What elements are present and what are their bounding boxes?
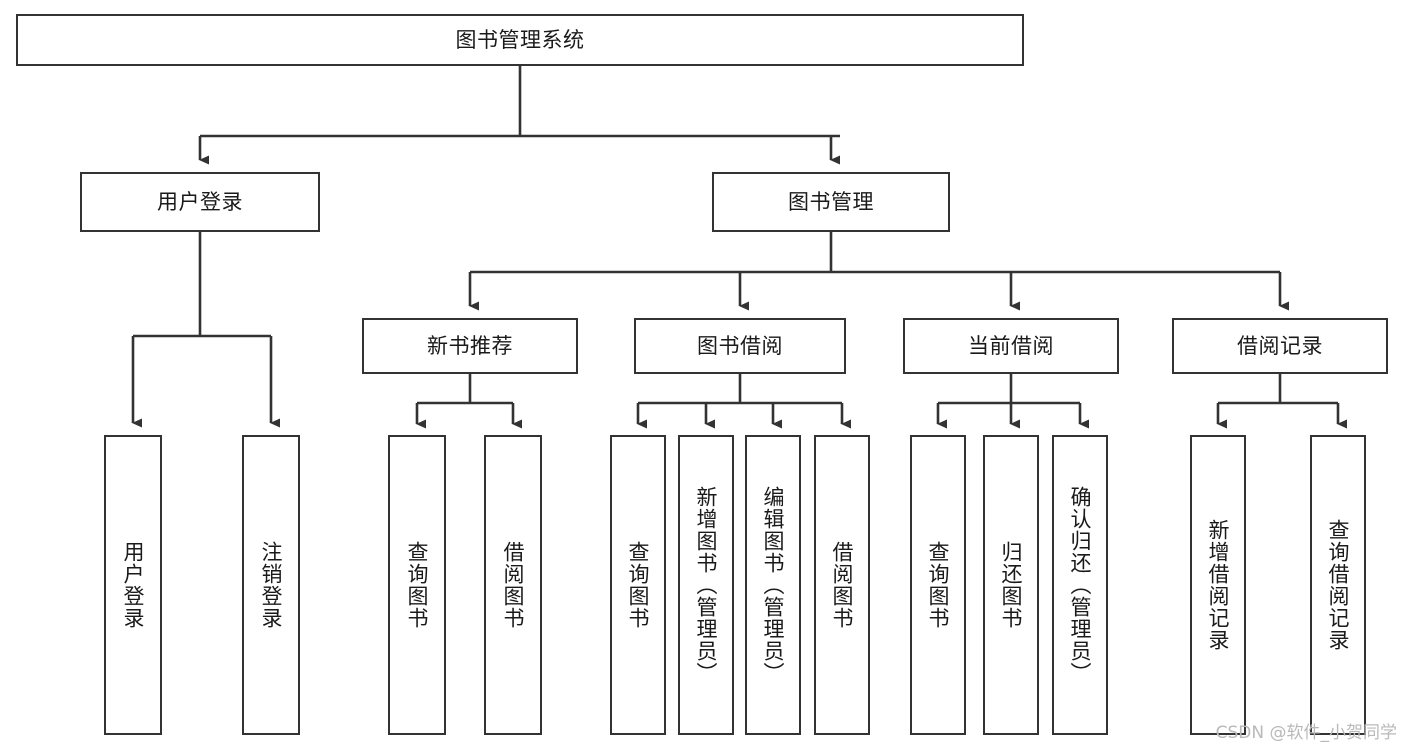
node-leaf-add-book-label: 新增图书（管理员） bbox=[694, 486, 719, 684]
node-leaf-edit-book-label: 编辑图书（管理员） bbox=[761, 486, 786, 684]
node-borrow-record[interactable]: 借阅记录 bbox=[1172, 318, 1388, 374]
node-leaf-borrow-book-1-label: 借阅图书 bbox=[501, 541, 526, 629]
node-leaf-borrow-book-1[interactable]: 借阅图书 bbox=[484, 435, 542, 735]
node-leaf-query-book-2-label: 查询图书 bbox=[626, 541, 651, 629]
node-root[interactable]: 图书管理系统 bbox=[16, 14, 1024, 66]
node-book-borrow[interactable]: 图书借阅 bbox=[634, 318, 846, 374]
node-leaf-query-book-3[interactable]: 查询图书 bbox=[910, 435, 966, 735]
node-leaf-query-book-1[interactable]: 查询图书 bbox=[388, 435, 446, 735]
node-new-book-recommend-label: 新书推荐 bbox=[427, 333, 513, 358]
node-book-manage-label: 图书管理 bbox=[788, 189, 874, 214]
node-leaf-user-login[interactable]: 用户登录 bbox=[104, 435, 162, 735]
node-leaf-add-record[interactable]: 新增借阅记录 bbox=[1190, 435, 1246, 735]
node-leaf-logout-label: 注销登录 bbox=[259, 541, 284, 629]
node-book-manage[interactable]: 图书管理 bbox=[712, 172, 950, 232]
node-leaf-borrow-book-2[interactable]: 借阅图书 bbox=[814, 435, 870, 735]
node-leaf-return-book-label: 归还图书 bbox=[999, 541, 1024, 629]
node-leaf-confirm-return-label: 确认归还（管理员） bbox=[1068, 486, 1093, 684]
node-new-book-recommend[interactable]: 新书推荐 bbox=[362, 318, 578, 374]
node-leaf-query-record-label: 查询借阅记录 bbox=[1326, 519, 1351, 651]
node-leaf-borrow-book-2-label: 借阅图书 bbox=[830, 541, 855, 629]
node-current-borrow-label: 当前借阅 bbox=[968, 333, 1054, 358]
node-leaf-add-book[interactable]: 新增图书（管理员） bbox=[678, 435, 734, 735]
node-leaf-query-book-1-label: 查询图书 bbox=[405, 541, 430, 629]
node-leaf-confirm-return[interactable]: 确认归还（管理员） bbox=[1052, 435, 1108, 735]
node-leaf-edit-book[interactable]: 编辑图书（管理员） bbox=[745, 435, 801, 735]
node-borrow-record-label: 借阅记录 bbox=[1237, 333, 1323, 358]
node-leaf-user-login-label: 用户登录 bbox=[121, 541, 146, 629]
node-user-login[interactable]: 用户登录 bbox=[80, 172, 320, 232]
node-root-label: 图书管理系统 bbox=[455, 27, 585, 52]
node-leaf-query-book-2[interactable]: 查询图书 bbox=[610, 435, 666, 735]
node-user-login-label: 用户登录 bbox=[157, 189, 243, 214]
node-leaf-add-record-label: 新增借阅记录 bbox=[1206, 519, 1231, 651]
node-book-borrow-label: 图书借阅 bbox=[697, 333, 783, 358]
node-leaf-query-record[interactable]: 查询借阅记录 bbox=[1310, 435, 1366, 735]
node-current-borrow[interactable]: 当前借阅 bbox=[903, 318, 1119, 374]
csdn-watermark: CSDN @软件_小贺同学 bbox=[1215, 723, 1397, 743]
node-leaf-return-book[interactable]: 归还图书 bbox=[983, 435, 1039, 735]
node-leaf-query-book-3-label: 查询图书 bbox=[926, 541, 951, 629]
node-leaf-logout[interactable]: 注销登录 bbox=[242, 435, 300, 735]
